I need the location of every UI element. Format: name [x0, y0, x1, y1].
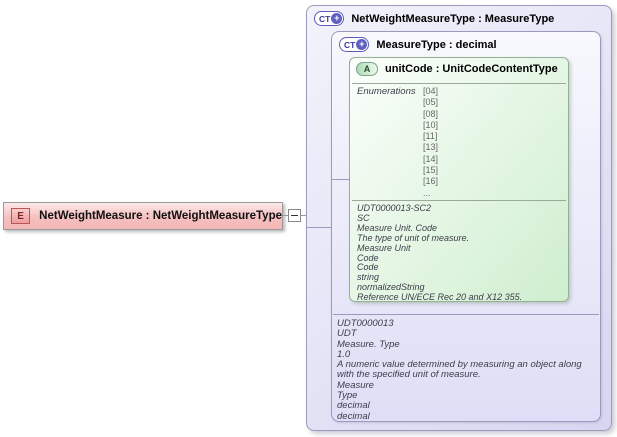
connector-line — [332, 179, 349, 180]
ct-glyph: CT — [344, 39, 356, 50]
annotation-line: Code — [357, 262, 379, 273]
annotation-line: UDT0000013 — [337, 318, 394, 329]
complextype-box-measuretype[interactable]: CT + MeasureType : decimal A unitCode : … — [331, 31, 601, 422]
enumeration-value: [05] — [423, 97, 439, 108]
plus-icon: + — [331, 13, 343, 24]
facets-section: Enumerations [04][05][08][10][11][13][14… — [357, 86, 564, 199]
annotation-line: Type — [337, 390, 358, 402]
enumeration-value: [08] — [423, 108, 439, 119]
annotation-line: Code — [357, 252, 379, 263]
annotation-line: The type of unit of measure. — [357, 232, 470, 243]
enumeration-value: [10] — [423, 119, 439, 130]
element-icon: E — [11, 208, 31, 224]
annotation-line: SC — [357, 212, 370, 223]
expand-handle[interactable] — [288, 209, 301, 222]
connector-line — [307, 227, 331, 228]
element-box-netweightmeasure[interactable]: E NetWeightMeasure : NetWeightMeasureTyp… — [3, 202, 283, 230]
divider — [352, 200, 566, 201]
annotation-line: decimal — [337, 400, 370, 412]
enumeration-value: [15] — [423, 165, 439, 176]
attribute-label: unitCode : UnitCodeContentType — [385, 63, 558, 75]
enumeration-value: [11] — [423, 131, 438, 142]
annotation-line: normalizedString — [357, 282, 425, 293]
annotation-line: UDT0000013-SC2 — [357, 203, 432, 213]
annotation-line: Measure — [337, 379, 374, 391]
annotation-line: Measure Unit. Code — [357, 222, 438, 233]
attribute-box-unitcode[interactable]: A unitCode : UnitCodeContentType Enumera… — [349, 57, 569, 302]
annotation-line: A numeric value determined by measuring … — [337, 359, 582, 381]
connector-line — [301, 215, 306, 216]
complex-type-icon[interactable]: CT + — [339, 37, 370, 52]
complextype-header: CT + MeasureType : decimal — [339, 37, 497, 52]
annotation-line: string — [357, 272, 380, 283]
annotation-line: 1.0 — [337, 348, 351, 360]
enumeration-value: [14] — [423, 153, 439, 164]
complex-type-icon[interactable]: CT + — [314, 11, 345, 26]
divider — [352, 83, 566, 84]
enumeration-value: [16] — [423, 176, 439, 187]
divider — [333, 314, 599, 315]
complextype-box-netweightmeasuretype[interactable]: CT + NetWeightMeasureType : MeasureType … — [306, 5, 612, 431]
annotation-line: decimal — [337, 410, 370, 422]
annotation-line: Measure. Type — [337, 338, 400, 350]
enumeration-value: ... — [423, 187, 431, 198]
element-label: NetWeightMeasure : NetWeightMeasureType — [39, 210, 282, 222]
annotation-line: Measure Unit — [357, 242, 411, 253]
enumeration-values: [04][05][08][10][11][13][14][15][16]... — [423, 86, 438, 199]
ct-glyph: CT — [319, 13, 331, 24]
enumeration-value: [04] — [423, 86, 439, 96]
annotation-line: Reference UN/ECE Rec 20 and X12 355. — [357, 292, 523, 303]
annotation-line: UDT — [337, 328, 357, 340]
complextype-label: NetWeightMeasureType : MeasureType — [351, 12, 555, 25]
attribute-icon: A — [356, 62, 378, 76]
minus-icon — [291, 215, 298, 216]
connector-line — [283, 215, 288, 216]
complextype-header: CT + NetWeightMeasureType : MeasureType — [314, 11, 554, 26]
enumeration-value: [13] — [423, 142, 439, 153]
attribute-header: A unitCode : UnitCodeContentType — [356, 62, 558, 76]
plus-icon: + — [356, 39, 368, 50]
facets-label: Enumerations — [357, 86, 416, 97]
complextype-label: MeasureType : decimal — [376, 38, 497, 51]
